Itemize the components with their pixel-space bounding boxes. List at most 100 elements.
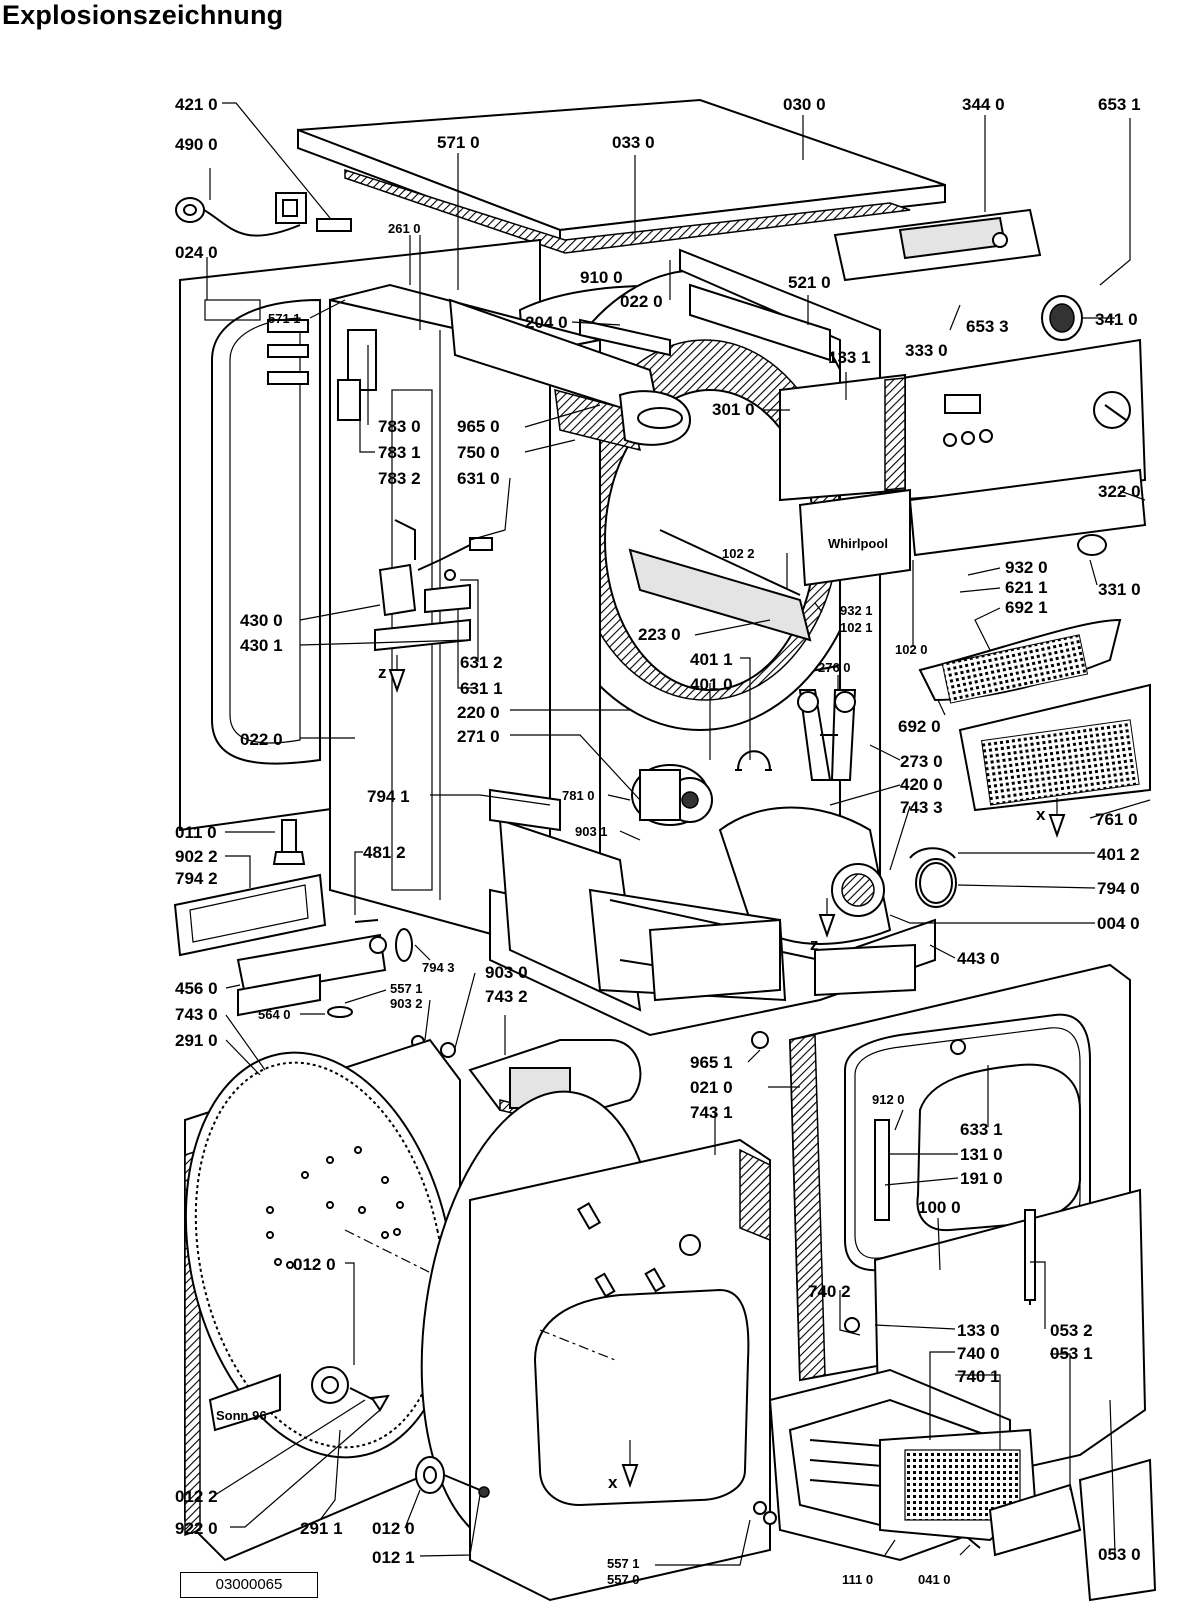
part-labels: 421 0 490 0 024 0 030 0 344 0 653 1 571 …: [175, 95, 1141, 1587]
document-code-box: 03000065: [180, 1572, 318, 1598]
label-291-0: 291 0: [175, 1031, 218, 1050]
label-902-2: 902 2: [175, 847, 218, 866]
label-692-1: 692 1: [1005, 598, 1048, 617]
seal-strip-902: [173, 873, 327, 957]
label-912-0: 912 0: [872, 1092, 905, 1107]
label-033-0: 033 0: [612, 133, 655, 152]
ring-794-3: [395, 928, 413, 962]
label-271-0: 271 0: [457, 727, 500, 746]
leader-lines: [206, 102, 1151, 1566]
label-903-2: 903 2: [390, 996, 423, 1011]
label-021-0: 021 0: [690, 1078, 733, 1097]
label-401-1: 401 1: [690, 650, 733, 669]
clip-401-2: [909, 847, 956, 859]
label-750-0: 750 0: [457, 443, 500, 462]
label-204-0: 204 0: [525, 313, 568, 332]
label-401-0: 401 0: [690, 675, 733, 694]
label-430-1: 430 1: [240, 636, 283, 655]
label-012-0-mid: 012 0: [293, 1255, 336, 1274]
label-102-1: 102 1: [840, 620, 873, 635]
label-794-0: 794 0: [1097, 879, 1140, 898]
label-133-0: 133 0: [957, 1321, 1000, 1340]
lint-filter: [918, 618, 1122, 704]
label-012-0-low: 012 0: [372, 1519, 415, 1538]
label-740-0: 740 0: [957, 1344, 1000, 1363]
label-740-1: 740 1: [957, 1367, 1000, 1386]
label-344-0: 344 0: [962, 95, 1005, 114]
direction-arrows: [388, 655, 1066, 1489]
roller-axle-922: [349, 1387, 390, 1412]
label-401-2: 401 2: [1097, 845, 1140, 864]
label-692-0: 692 0: [898, 717, 941, 736]
label-z-left: z: [378, 663, 387, 682]
label-421-0: 421 0: [175, 95, 218, 114]
label-053-0: 053 0: [1098, 1545, 1141, 1564]
label-490-0: 490 0: [175, 135, 218, 154]
label-053-1: 053 1: [1050, 1344, 1093, 1363]
label-333-0: 333 0: [905, 341, 948, 360]
front-bearing-shield: [420, 1090, 771, 1602]
drum-roller-012: [415, 1456, 490, 1498]
label-743-3: 743 3: [900, 798, 943, 817]
label-932-0: 932 0: [1005, 558, 1048, 577]
label-557-1-low: 557 1: [607, 1556, 640, 1571]
label-191-0: 191 0: [960, 1169, 1003, 1188]
label-743-0: 743 0: [175, 1005, 218, 1024]
condenser-gasket: [915, 858, 957, 908]
label-631-0: 631 0: [457, 469, 500, 488]
label-743-1: 743 1: [690, 1103, 733, 1122]
rear-bearing-panel: Sonn.96: [184, 1038, 466, 1562]
label-794-1: 794 1: [367, 787, 410, 806]
detergent-dispenser-housing: Whirlpool: [779, 373, 911, 587]
electronic-board: [833, 208, 1042, 282]
label-004-0: 004 0: [1097, 914, 1140, 933]
label-761-0: 761 0: [1095, 810, 1138, 829]
label-273-0: 273 0: [900, 752, 943, 771]
idler-pulley-276: [797, 689, 857, 781]
label-903-0: 903 0: [485, 963, 528, 982]
label-564-0: 564 0: [258, 1007, 291, 1022]
panel-marking-text: Sonn.96: [216, 1408, 267, 1423]
label-965-0: 965 0: [457, 417, 500, 436]
label-322-0: 322 0: [1098, 482, 1141, 501]
front-cabinet: [329, 283, 692, 952]
label-653-1: 653 1: [1098, 95, 1141, 114]
label-910-0: 910 0: [580, 268, 623, 287]
brand-logo-text: Whirlpool: [828, 536, 888, 551]
label-781-0: 781 0: [562, 788, 595, 803]
label-041-0: 041 0: [918, 1572, 951, 1587]
label-631-2: 631 2: [460, 653, 503, 672]
label-022-0-mid: 022 0: [240, 730, 283, 749]
label-341-0: 341 0: [1095, 310, 1138, 329]
label-456-0: 456 0: [175, 979, 218, 998]
label-024-0: 024 0: [175, 243, 218, 262]
bolt-011: [272, 819, 306, 865]
label-633-1: 633 1: [960, 1120, 1003, 1139]
label-131-0: 131 0: [960, 1145, 1003, 1164]
label-102-2: 102 2: [722, 546, 755, 561]
label-012-2: 012 2: [175, 1487, 218, 1506]
thermostat-wiring: [394, 519, 493, 581]
label-794-3: 794 3: [422, 960, 455, 975]
knob-331: [1077, 534, 1107, 556]
label-220-0: 220 0: [457, 703, 500, 722]
screw-133-0: [844, 1317, 860, 1333]
label-133-1: 133 1: [828, 348, 871, 367]
label-420-0: 420 0: [900, 775, 943, 794]
label-223-0: 223 0: [638, 625, 681, 644]
label-291-1: 291 1: [300, 1519, 343, 1538]
label-631-1: 631 1: [460, 679, 503, 698]
bracket-456: [236, 933, 387, 1017]
label-783-2: 783 2: [378, 469, 421, 488]
label-740-2: 740 2: [808, 1282, 851, 1301]
misc-screws-bottom: [751, 1031, 981, 1549]
label-621-1: 621 1: [1005, 578, 1048, 597]
label-430-0: 430 0: [240, 611, 283, 630]
label-965-1: 965 1: [690, 1053, 733, 1072]
label-z-base: z: [810, 935, 819, 954]
label-331-0: 331 0: [1098, 580, 1141, 599]
label-261-0: 261 0: [388, 221, 421, 236]
label-x-shield: x: [608, 1473, 618, 1492]
label-932-1: 932 1: [840, 603, 873, 618]
